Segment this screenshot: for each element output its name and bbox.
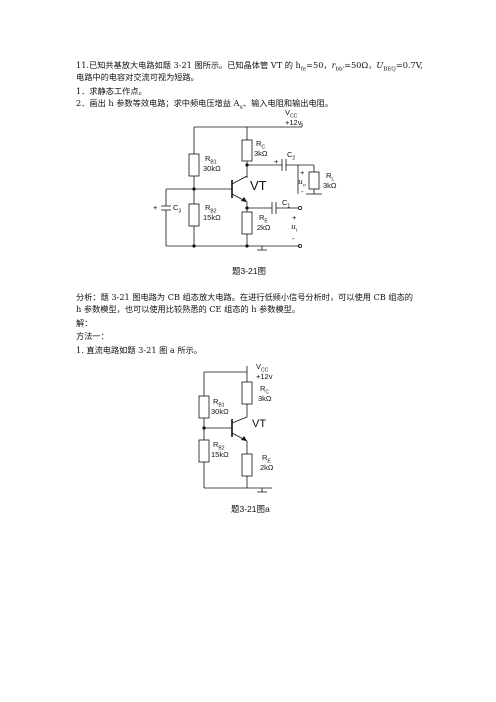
c1-label: C1 bbox=[282, 198, 291, 210]
analysis-line-2: h 参数模型，也可以使用比较熟悉的 CE 组态的 h 参数模型。 bbox=[76, 304, 301, 314]
uo-minus: - bbox=[301, 187, 304, 196]
vcc-value: +12v bbox=[285, 118, 302, 127]
resistor-rb2-a bbox=[198, 439, 210, 463]
re-value: 2kΩ bbox=[257, 223, 271, 232]
figure-1-caption: 题3-21图 bbox=[232, 266, 267, 276]
rc-label: RC bbox=[256, 139, 266, 151]
step-1: 1. 直流电路如题 3-21 图 a 所示。 bbox=[76, 345, 202, 355]
resistor-rc-a bbox=[241, 381, 253, 405]
vt-label-a: VT bbox=[252, 418, 267, 430]
problem-line-1: 11.已知共基放大电路如题 3-21 图所示。已知晶体管 VT 的 hfe=50… bbox=[76, 60, 423, 73]
c2-label: C2 bbox=[287, 150, 296, 162]
method-one: 方法一： bbox=[76, 331, 109, 341]
rb1-label: RB1 bbox=[205, 154, 217, 166]
problem-line-2: 电路中的电容对交流可视为短路。 bbox=[76, 72, 199, 82]
rl-value: 3kΩ bbox=[323, 181, 337, 190]
c2-plus: + bbox=[274, 157, 279, 166]
c3-label: C3 bbox=[173, 203, 182, 215]
vcc-label-a: VCC bbox=[256, 362, 269, 374]
rc-value: 3kΩ bbox=[254, 149, 268, 158]
vcc-value-a: +12v bbox=[256, 372, 273, 381]
analysis-line-1: 分析：题 3-21 图电路为 CB 组态放大电路。在进行低频小信号分析时，可以使… bbox=[76, 292, 413, 302]
rb2-label: RB2 bbox=[205, 203, 217, 215]
c3-plus: + bbox=[153, 203, 158, 212]
resistor-re-a bbox=[241, 453, 253, 477]
rb2-label-a: RB2 bbox=[213, 440, 225, 452]
rb1-value: 30kΩ bbox=[203, 164, 221, 173]
rl-label: RL bbox=[326, 171, 335, 183]
re-value-a: 2kΩ bbox=[260, 463, 274, 472]
vcc-label: VCC bbox=[285, 108, 298, 120]
uo-label: uo bbox=[298, 177, 306, 189]
ui-label: ui bbox=[291, 222, 298, 234]
resistor-rb1-a bbox=[198, 395, 210, 419]
vt-label: VT bbox=[250, 178, 267, 193]
rc-value-a: 3kΩ bbox=[258, 394, 272, 403]
solution-heading: 解： bbox=[76, 318, 93, 328]
re-label: RE bbox=[259, 213, 268, 225]
rb2-value: 15kΩ bbox=[203, 213, 221, 222]
question-1: 1．求静态工作点。 bbox=[76, 86, 147, 96]
ui-minus: - bbox=[292, 234, 295, 243]
rb1-label-a: RB1 bbox=[213, 397, 225, 409]
question-2: 2．画出 h 参数等效电路；求中频电压增益 Au、输入电阻和输出电阻。 bbox=[76, 98, 334, 111]
uo-plus: + bbox=[300, 168, 305, 177]
figure-2-caption: 题3-21图a bbox=[231, 504, 270, 514]
ui-plus: + bbox=[292, 213, 297, 222]
rb1-value-a: 30kΩ bbox=[211, 407, 229, 416]
re-label-a: RE bbox=[262, 453, 271, 465]
rb2-value-a: 15kΩ bbox=[211, 450, 229, 459]
rc-label-a: RC bbox=[260, 384, 270, 396]
